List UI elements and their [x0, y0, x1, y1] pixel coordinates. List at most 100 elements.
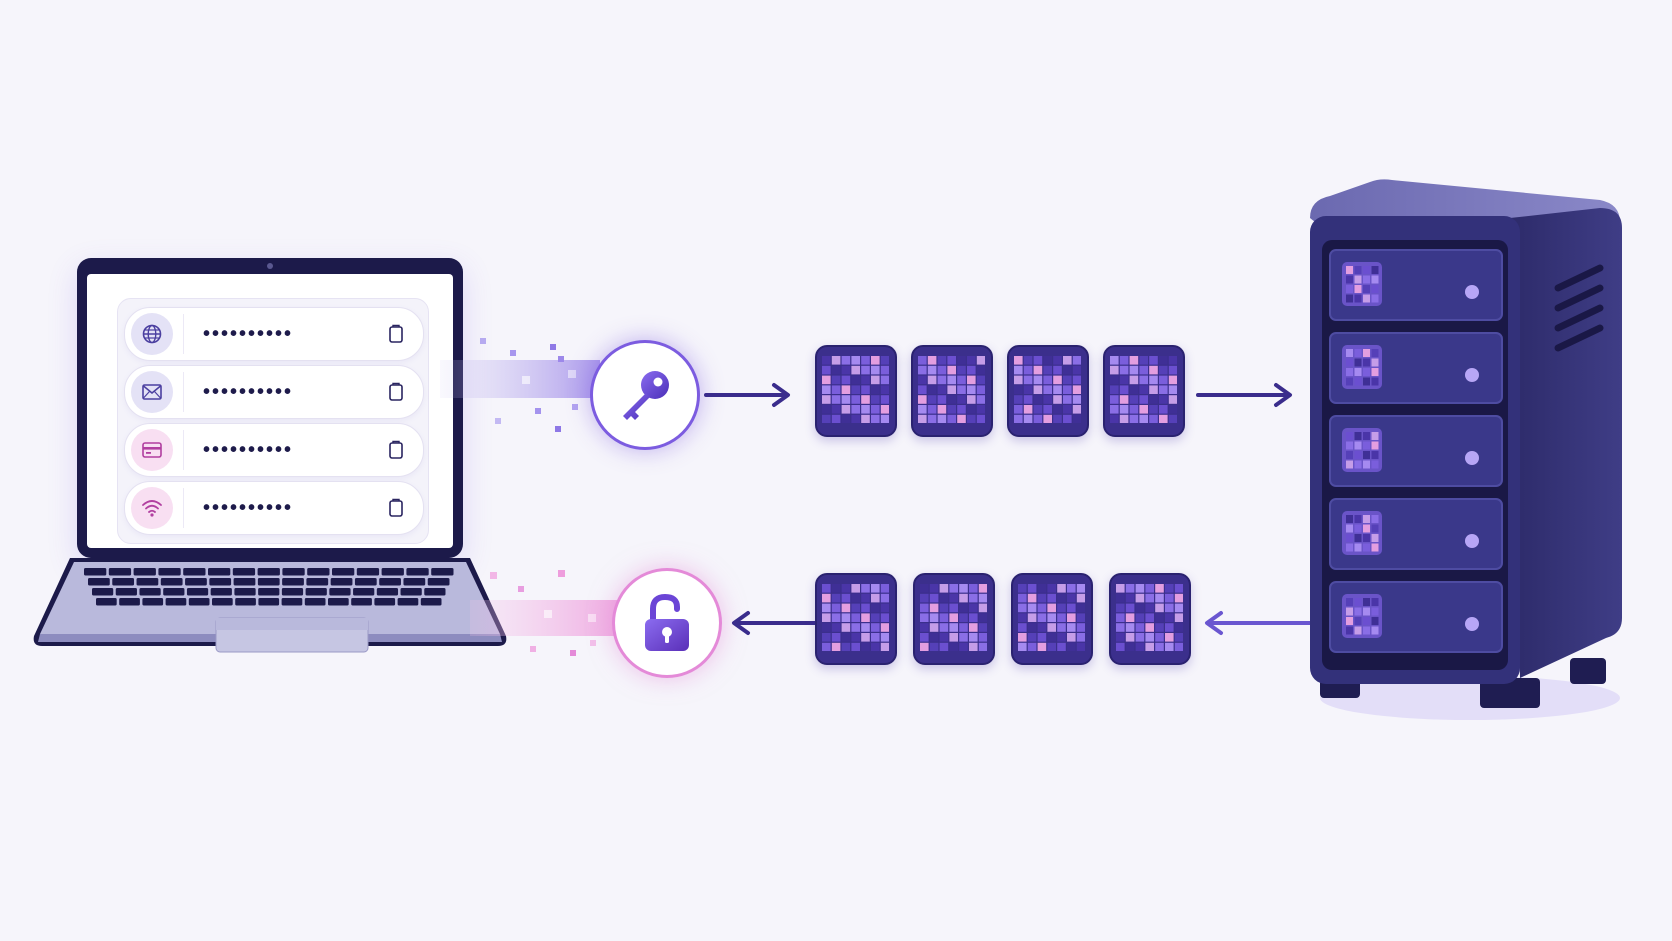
keyboard-key [381, 568, 404, 576]
keyboard-key [328, 598, 349, 606]
status-led [1465, 451, 1479, 465]
separator [183, 430, 184, 470]
arrow-right-1 [704, 383, 790, 407]
keyboard-key [356, 568, 380, 576]
encrypted-block [913, 573, 995, 665]
keyboard [84, 568, 454, 606]
cipher-pattern [918, 356, 986, 424]
laptop-base [33, 558, 507, 653]
keyboard-key [353, 588, 375, 596]
keyboard-key [112, 578, 135, 586]
drive-bay [1329, 332, 1503, 404]
encrypted-block [815, 345, 897, 437]
cipher-pattern [822, 584, 890, 652]
keyboard-key [307, 568, 330, 576]
keyboard-key [282, 568, 305, 576]
cipher-pattern [1014, 356, 1082, 424]
status-led [1465, 368, 1479, 382]
keyboard-key [397, 598, 419, 606]
keyboard-key [258, 588, 280, 596]
separator [183, 314, 184, 354]
keyboard-key [233, 578, 256, 586]
keyboard-key [427, 578, 450, 586]
copy-icon[interactable] [387, 440, 405, 460]
password-entry-email[interactable]: •••••••••• [124, 365, 424, 419]
keyboard-key [108, 568, 132, 576]
keyboard-key [235, 598, 256, 606]
masked-password: •••••••••• [203, 381, 294, 403]
keyboard-key [281, 598, 303, 606]
password-entry-card[interactable]: •••••••••• [124, 423, 424, 477]
keyboard-key [163, 588, 185, 596]
status-led [1465, 617, 1479, 631]
keyboard-key [183, 568, 206, 576]
keyboard-key [212, 598, 233, 606]
keyboard-key [160, 578, 183, 586]
keyboard-key [304, 598, 326, 606]
keyboard-key [257, 568, 280, 576]
status-led [1465, 285, 1479, 299]
keyboard-key [282, 578, 304, 586]
keyboard-key [188, 598, 210, 606]
keyboard-key [119, 598, 140, 606]
server-rack [1310, 179, 1622, 720]
keyboard-key [351, 598, 372, 606]
globe-icon [131, 313, 173, 355]
encrypted-block [1109, 573, 1191, 665]
camera-dot [267, 263, 273, 269]
copy-icon[interactable] [387, 498, 405, 518]
keyboard-key [208, 568, 231, 576]
keyboard-key [142, 598, 164, 606]
separator [183, 372, 184, 412]
keyboard-key [332, 568, 355, 576]
cipher-pattern [1110, 356, 1178, 424]
encrypted-block [1103, 345, 1185, 437]
keyboard-key [379, 578, 401, 586]
keyboard-key [209, 578, 232, 586]
encrypted-block [1007, 345, 1089, 437]
laptop-screen: •••••••••• •••••••• [87, 274, 453, 548]
keyboard-key [403, 578, 426, 586]
keyboard-key [234, 588, 256, 596]
encrypted-block [815, 573, 897, 665]
unlock-icon [645, 593, 689, 651]
keyboard-key [420, 598, 442, 606]
masked-password: •••••••••• [203, 439, 294, 461]
encrypt-pixel-trail [440, 338, 600, 432]
keyboard-key [210, 588, 232, 596]
cipher-pattern [822, 356, 890, 424]
laptop-lid: •••••••••• •••••••• [77, 258, 463, 558]
keyboard-key [431, 568, 454, 576]
key-icon [623, 371, 669, 420]
keyboard-key [88, 578, 110, 586]
password-entry-wifi[interactable]: •••••••••• [124, 481, 424, 535]
keyboard-key [139, 588, 161, 596]
cipher-pattern [1116, 584, 1184, 652]
keyboard-key [185, 578, 207, 586]
decrypt-unlock-node [612, 568, 722, 678]
password-entry-web[interactable]: •••••••••• [124, 307, 424, 361]
keyboard-key [400, 588, 422, 596]
keyboard-key [306, 578, 329, 586]
keyboard-key [136, 578, 159, 586]
copy-icon[interactable] [387, 382, 405, 402]
mail-icon [131, 371, 173, 413]
keyboard-key [115, 588, 137, 596]
keyboard-key [374, 598, 396, 606]
wifi-icon [131, 487, 173, 529]
keyboard-key [96, 598, 117, 606]
arrow-right-2 [1196, 383, 1292, 407]
arrow-left-1 [732, 611, 818, 635]
separator [183, 488, 184, 528]
keyboard-key [158, 568, 181, 576]
keyboard-key [424, 588, 446, 596]
keyboard-key [186, 588, 209, 596]
keyboard-key [84, 568, 107, 576]
password-list: •••••••••• •••••••• [117, 298, 429, 544]
masked-password: •••••••••• [203, 497, 294, 519]
decrypt-pixel-trail [470, 570, 620, 656]
keyboard-key [165, 598, 187, 606]
keyboard-key [232, 568, 256, 576]
copy-icon[interactable] [387, 324, 405, 344]
encrypt-key-node [590, 340, 700, 450]
